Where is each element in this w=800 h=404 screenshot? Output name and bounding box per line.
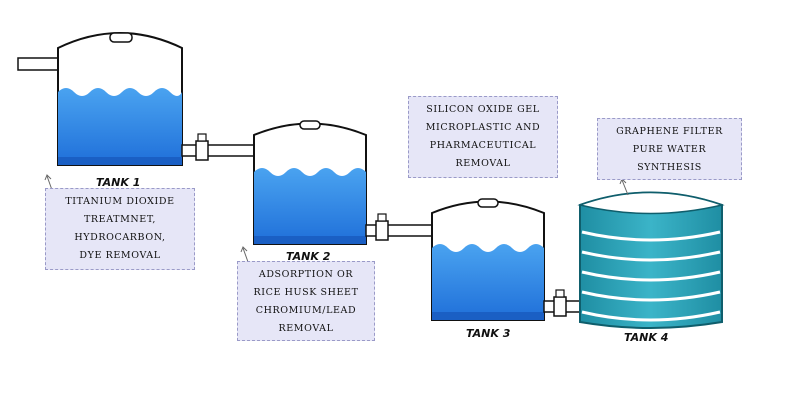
tank-1-note-line: HYDROCARBON, <box>74 232 166 243</box>
tank-1-note-line: DYE REMOVAL <box>79 250 161 261</box>
tank-4-note-line: GRAPHENE FILTER <box>616 126 723 137</box>
tank-1-label: TANK 1 <box>96 176 141 189</box>
pipe-3-4 <box>543 289 581 317</box>
tank-2-water <box>254 168 366 244</box>
tank-2-note-line: REMOVAL <box>278 323 334 334</box>
tank-2-note-line: RICE HUSK SHEET <box>253 287 359 298</box>
tank-4-note-line: SYNTHESIS <box>637 162 702 173</box>
tank-4 <box>577 191 725 329</box>
valve-1-icon <box>195 140 209 161</box>
tank-2-label: TANK 2 <box>286 250 331 263</box>
inlet-pipe <box>17 57 61 71</box>
tank-1-water <box>58 88 182 165</box>
tank-3-note-line: SILICON OXIDE GEL <box>426 104 540 115</box>
tank-3-note-line: PHARMACEUTICAL <box>429 140 537 151</box>
tank-3-note-line: MICROPLASTIC AND <box>425 122 541 133</box>
tank-4-label: TANK 4 <box>624 331 669 344</box>
tank-4-note-line: PURE WATER <box>632 144 707 155</box>
valve-3-icon <box>553 296 567 317</box>
tank-3-note: SILICON OXIDE GEL MICROPLASTIC AND PHARM… <box>408 96 558 178</box>
tank-1 <box>57 32 183 166</box>
tank-3-note-line: REMOVAL <box>455 158 511 169</box>
tank-2-note: ADSORPTION OR RICE HUSK SHEET CHROMIUM/L… <box>237 261 375 341</box>
tank-2 <box>253 120 367 245</box>
tank-4-note: GRAPHENE FILTER PURE WATER SYNTHESIS <box>597 118 742 180</box>
tank-4-filter-rings <box>581 230 721 322</box>
tank-1-note-line: TITANIUM DIOXIDE <box>65 196 175 207</box>
tank-2-note-line: CHROMIUM/LEAD <box>255 305 357 316</box>
pipe-1-2 <box>181 133 255 161</box>
tank-3-water <box>432 244 544 320</box>
tank-1-note-line: TREATMNET, <box>83 214 157 225</box>
valve-2-icon <box>375 220 389 241</box>
pipe-2-3 <box>365 213 433 241</box>
tank-3 <box>431 198 545 321</box>
tank-3-label: TANK 3 <box>466 327 511 340</box>
tank-2-note-line: ADSORPTION OR <box>258 269 354 280</box>
tank-1-note: TITANIUM DIOXIDE TREATMNET, HYDROCARBON,… <box>45 188 195 270</box>
tank-1-lid <box>109 32 133 43</box>
